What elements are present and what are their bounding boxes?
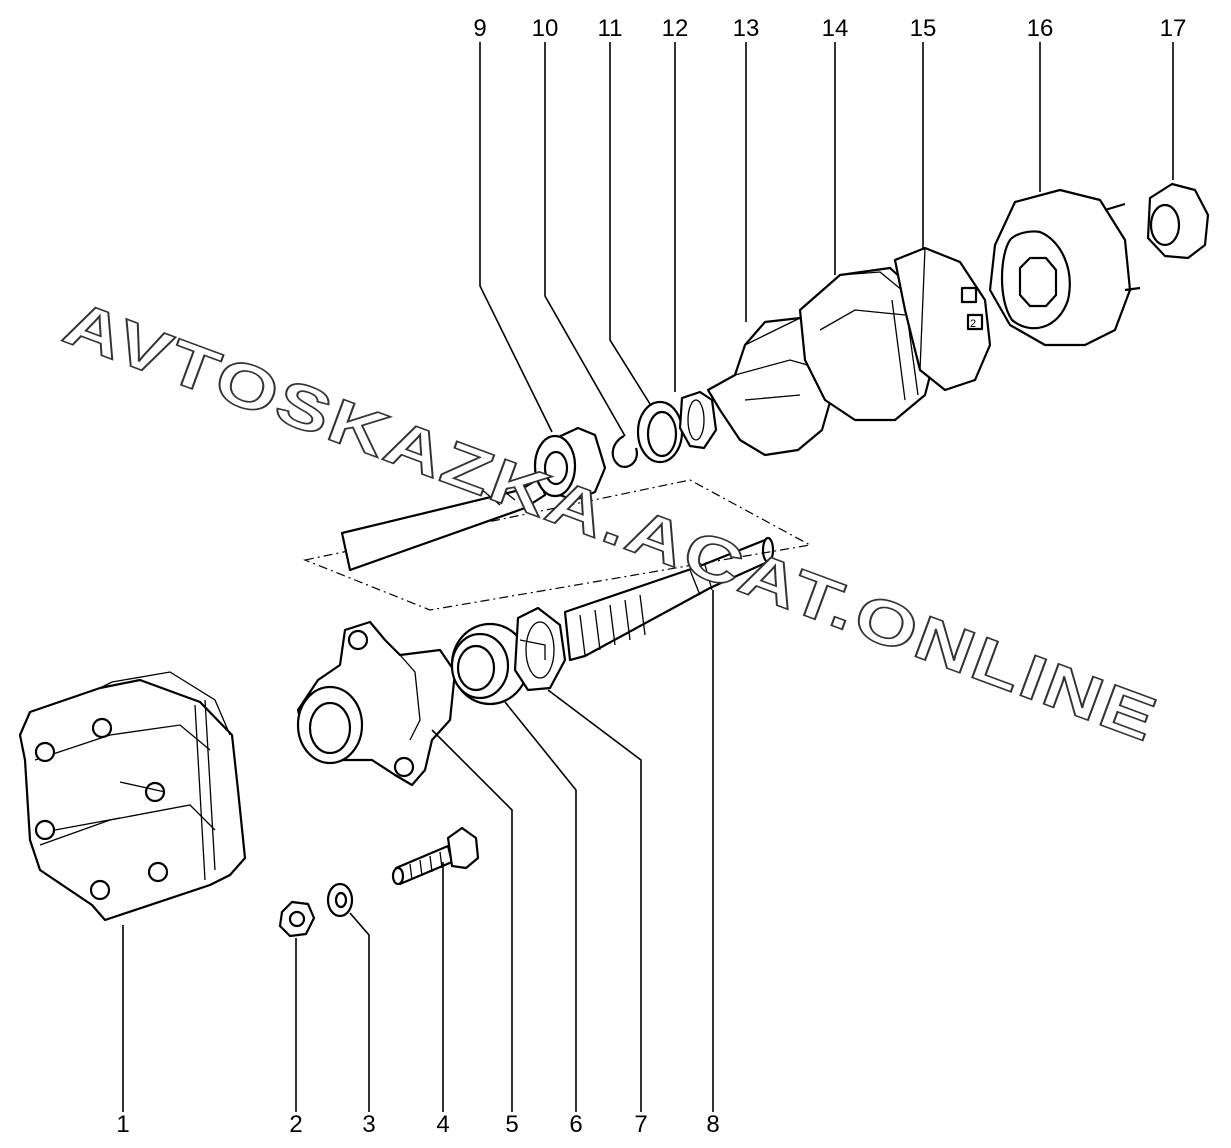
part-12-clamp: [678, 390, 718, 450]
part-16-outer-joint: [988, 188, 1141, 347]
part-15-joint-housing: 2: [893, 246, 992, 392]
leader-lines: [122, 42, 1174, 1112]
callout-17: 17: [1160, 15, 1187, 42]
callout-14: 14: [822, 15, 849, 42]
part-9-bearing: [533, 426, 607, 502]
callout-9: 9: [473, 15, 486, 42]
part-10-circlip: [611, 435, 638, 468]
callout-3: 3: [362, 1111, 375, 1138]
part-2-nut: [278, 900, 316, 938]
watermark-text: AVTOSKAZKA.ACAT.ONLINE: [55, 288, 1167, 755]
part-15-marking: 2: [970, 318, 976, 330]
part-5-flange: [296, 620, 457, 787]
shaft-detail-box: [302, 476, 812, 611]
part-11-spacer: [636, 400, 684, 464]
callout-15: 15: [910, 15, 937, 42]
part-1-flexible-coupling: [18, 671, 247, 922]
callout-13: 13: [733, 15, 760, 42]
callout-7: 7: [634, 1111, 647, 1138]
part-7-thrust-ring: [513, 606, 567, 692]
callout-16: 16: [1027, 15, 1054, 42]
callout-5: 5: [505, 1111, 518, 1138]
callout-10: 10: [532, 15, 559, 42]
callout-12: 12: [662, 15, 689, 42]
callout-numbers: 1 2 3 4 5 6 7 8 9 10 11 12 13 14 15 16 1…: [116, 15, 1186, 1138]
callout-8: 8: [706, 1111, 719, 1138]
part-4-bolt: [391, 826, 480, 886]
part-17-cap: [1146, 182, 1210, 260]
callout-4: 4: [436, 1111, 449, 1138]
callout-11: 11: [598, 15, 623, 42]
part-3-washer: [326, 882, 354, 918]
callout-2: 2: [289, 1111, 302, 1138]
callout-6: 6: [569, 1111, 582, 1138]
callout-1: 1: [116, 1111, 129, 1138]
